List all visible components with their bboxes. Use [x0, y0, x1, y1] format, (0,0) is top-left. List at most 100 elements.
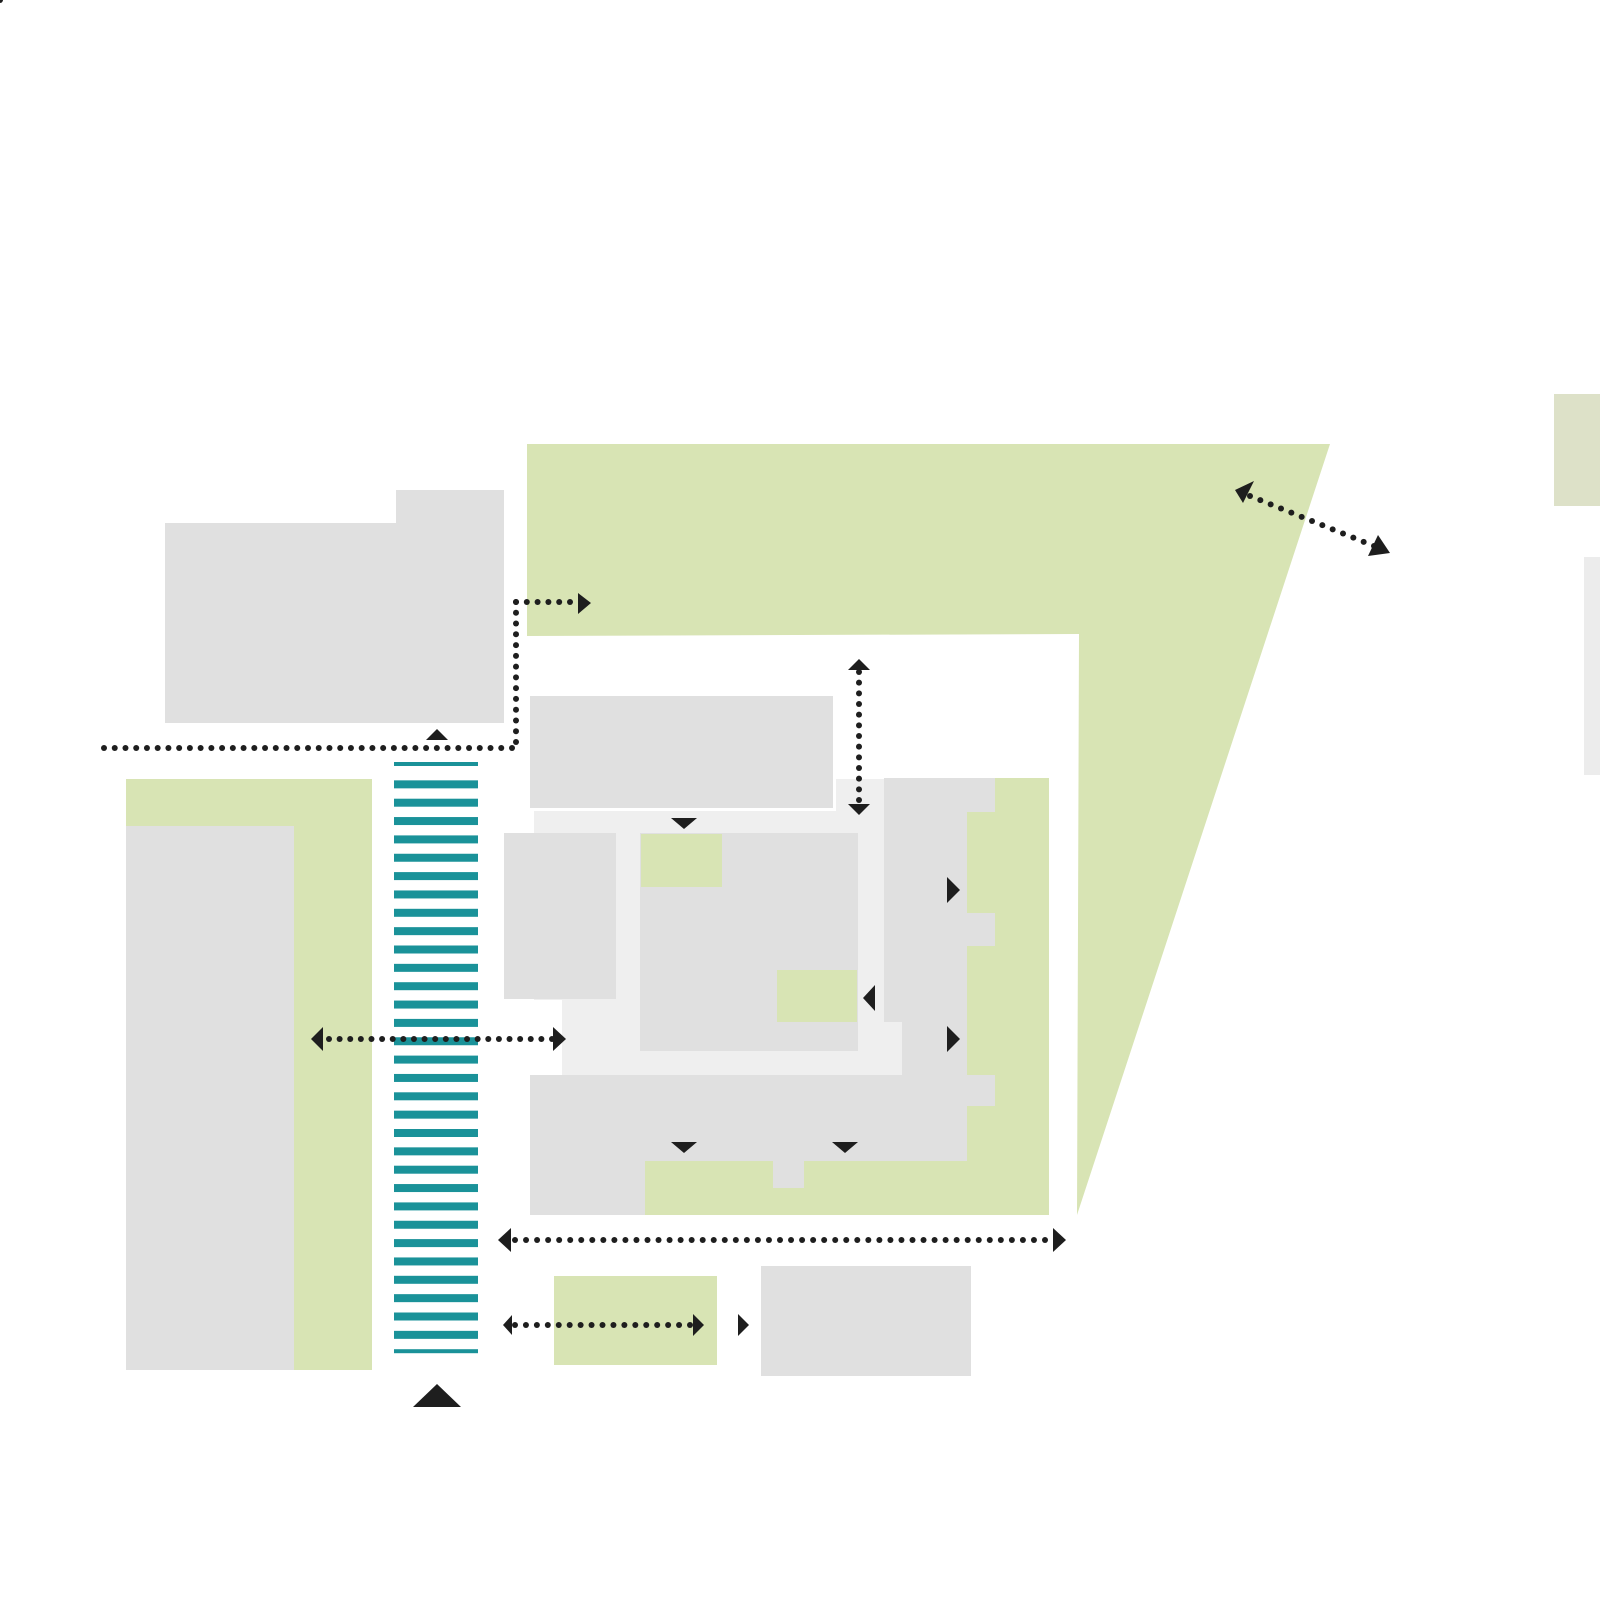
path-dot	[887, 1237, 894, 1243]
crosswalk-stripe	[394, 1129, 478, 1137]
crosswalk-stripe	[394, 1110, 478, 1119]
path-dot	[455, 745, 462, 751]
crosswalk-stripe	[394, 1018, 478, 1027]
path-dot	[513, 642, 519, 649]
crosswalk-stripe	[394, 890, 478, 899]
path-dot	[555, 1322, 562, 1328]
building-east-south-block	[530, 778, 995, 1215]
path-dot	[433, 745, 440, 751]
building-west	[126, 826, 294, 1370]
path-dot	[512, 1237, 518, 1243]
crosswalk-stripe	[394, 853, 478, 862]
crosswalk-stripe	[394, 1147, 478, 1156]
path-dot	[358, 745, 365, 751]
path-dot	[506, 1036, 513, 1042]
path-dot	[1257, 497, 1264, 504]
path-dot	[865, 1237, 872, 1243]
path-dot	[509, 745, 515, 751]
green-east-strip	[645, 778, 1049, 1215]
path-dot	[122, 745, 129, 751]
path-dot	[165, 745, 172, 751]
arrow-right-icon	[947, 877, 960, 903]
path-dot	[533, 1322, 540, 1328]
path-dot	[101, 745, 107, 751]
path-dot	[687, 1322, 693, 1328]
path-dot	[513, 620, 519, 627]
path-dot	[357, 1036, 364, 1042]
path-dot	[1298, 513, 1305, 520]
path-dot	[368, 1036, 375, 1042]
path-dot	[197, 745, 204, 751]
building-west-block	[504, 833, 616, 999]
path-dot	[832, 1237, 839, 1243]
path-dot	[1030, 1237, 1037, 1243]
legend-swatches	[1554, 394, 1600, 775]
path-dot	[337, 745, 344, 751]
path-dot	[821, 1237, 828, 1243]
crosswalk-stripe	[394, 872, 478, 881]
path-dot	[765, 1237, 772, 1243]
path-dot	[1019, 1237, 1026, 1243]
path-dot	[523, 1237, 530, 1243]
path-dot	[347, 1036, 354, 1042]
path-dot	[964, 1237, 971, 1243]
path-dot	[898, 1237, 905, 1243]
circulation-paths	[0, 0, 1390, 1407]
path-dot	[512, 1322, 518, 1328]
path-dot	[743, 1237, 750, 1243]
path-dot	[856, 711, 862, 718]
path-dot	[856, 797, 862, 803]
path-dot	[1360, 538, 1367, 545]
path-dot	[513, 609, 519, 616]
path-dot	[676, 1322, 683, 1328]
path-dot	[495, 1036, 502, 1042]
crosswalk-stripe	[394, 1220, 478, 1229]
arrow-down-icon	[832, 1142, 858, 1153]
path-dot	[754, 1237, 761, 1243]
path-dot	[421, 1036, 428, 1042]
path-dot	[186, 745, 193, 751]
crosswalk-stripe	[394, 927, 478, 936]
crosswalk-stripe	[394, 1055, 478, 1064]
crosswalk-stripe	[394, 798, 478, 807]
path-dot	[143, 745, 150, 751]
arrow-right-icon	[947, 1026, 960, 1052]
path-dot	[920, 1237, 927, 1243]
crosswalk-stripe	[394, 1349, 478, 1354]
path-dot	[600, 1237, 607, 1243]
legend-gray-swatch	[1584, 557, 1600, 775]
arrow-down-right-icon	[1368, 535, 1390, 556]
path-dot	[513, 706, 519, 713]
path-dot	[856, 775, 862, 782]
path-dot	[513, 717, 519, 724]
path-dot	[588, 1322, 595, 1328]
path-dot	[534, 1237, 541, 1243]
entrance-arrow-up-icon	[413, 1384, 461, 1407]
path-dot	[810, 1237, 817, 1243]
path-dot	[485, 1036, 492, 1042]
path-dot	[176, 745, 183, 751]
path-dot	[856, 786, 862, 793]
path-dot	[513, 728, 519, 735]
path-dot	[400, 1036, 407, 1042]
path-dot	[556, 1237, 563, 1243]
path-dot	[326, 1036, 332, 1042]
path-dot	[219, 745, 226, 751]
path-dot	[622, 1237, 629, 1243]
path-dot	[1350, 534, 1357, 541]
path-dot	[379, 1036, 386, 1042]
green-park-triangle	[527, 444, 1330, 1215]
path-dot	[1278, 505, 1284, 512]
crosswalk-stripe	[394, 835, 478, 844]
path-dot	[665, 1322, 672, 1328]
arrow-left-icon	[311, 1027, 323, 1051]
path-dot	[1247, 493, 1253, 499]
path-dot	[856, 679, 862, 686]
crosswalk-stripe	[394, 1239, 478, 1248]
path-dot	[283, 745, 290, 751]
path-dot	[466, 745, 473, 751]
path-dot	[953, 1237, 960, 1243]
path-dot	[545, 599, 552, 605]
path-dot	[611, 1237, 618, 1243]
path-dot	[513, 674, 519, 681]
